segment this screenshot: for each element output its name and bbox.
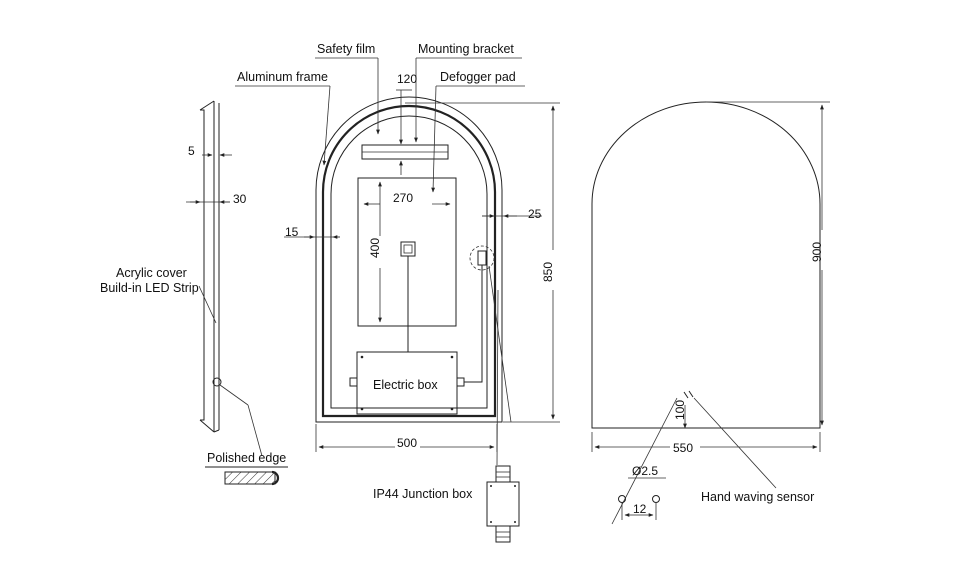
dim-12-label: 12 xyxy=(633,502,647,516)
polished-edge-label: Polished edge xyxy=(207,451,286,465)
dimension-120: 120 xyxy=(396,72,417,175)
front-view: Electric box xyxy=(315,96,512,466)
side-view-edge-detail xyxy=(212,377,222,387)
hand-sensor-detail: Hand waving sensor 100 Ø2.5 12 xyxy=(611,390,814,525)
junction-box-body xyxy=(486,481,520,527)
dim-270-label: 270 xyxy=(393,191,413,205)
dim-diameter-label: Ø2.5 xyxy=(632,464,658,478)
side-view xyxy=(199,100,222,433)
dimension-30: 30 xyxy=(186,192,247,206)
defogger-pad-callout: Defogger pad xyxy=(431,70,525,193)
dim-25-label: 25 xyxy=(528,207,542,221)
sensor-hole-left xyxy=(618,495,626,503)
acrylic-cover-label: Acrylic cover xyxy=(116,266,187,280)
acrylic-cover-callout: Acrylic cover Build-in LED Strip xyxy=(100,266,217,324)
dimension-400: 400 xyxy=(368,181,382,323)
dim-15-label: 15 xyxy=(285,225,299,239)
dim-400-label: 400 xyxy=(368,238,382,258)
led-strip-label: Build-in LED Strip xyxy=(100,281,199,295)
front-outer-outline xyxy=(315,96,503,423)
dim-900-label: 900 xyxy=(810,242,824,262)
hand-sensor-label: Hand waving sensor xyxy=(701,490,814,504)
dimension-25: 25 xyxy=(482,207,542,221)
sensor-mark-right xyxy=(688,390,694,398)
polished-edge-callout: Polished edge xyxy=(205,384,288,486)
aluminum-frame-outline xyxy=(321,104,497,418)
dim-850-label: 850 xyxy=(541,262,555,282)
outline-view xyxy=(591,101,821,429)
electric-box-label: Electric box xyxy=(373,378,438,392)
dim-5-label: 5 xyxy=(188,144,195,158)
dimension-500: 500 xyxy=(315,424,498,452)
aluminum-frame-callout: Aluminum frame xyxy=(235,70,331,166)
side-view-bottom-edge xyxy=(199,419,215,433)
side-view-top-edge xyxy=(199,100,215,111)
safety-film-label: Safety film xyxy=(317,42,375,56)
front-inner-outline xyxy=(330,115,488,409)
dim-30-label: 30 xyxy=(233,192,247,206)
sensor-detail-circle xyxy=(469,245,495,271)
junction-box-label: IP44 Junction box xyxy=(373,487,473,501)
defogger-pad-label: Defogger pad xyxy=(440,70,516,84)
dimension-550: 550 xyxy=(591,432,821,455)
defogger-pad xyxy=(357,177,457,327)
junction-box-bottom-gland xyxy=(495,525,511,543)
side-view-back-profile xyxy=(200,109,205,421)
dimension-850: 850 xyxy=(405,102,560,423)
sensor-mark-left xyxy=(683,391,689,399)
dimension-270: 270 xyxy=(363,191,451,206)
dimension-15: 15 xyxy=(284,225,340,239)
dim-120-label: 120 xyxy=(397,72,417,86)
mounting-bracket-label: Mounting bracket xyxy=(418,42,514,56)
sensor-wire xyxy=(464,265,483,383)
defogger-connector xyxy=(400,241,416,257)
dim-550-label: 550 xyxy=(673,441,693,455)
safety-film-callout: Safety film xyxy=(315,42,380,135)
dim-100-label: 100 xyxy=(673,400,687,420)
aluminum-frame-label: Aluminum frame xyxy=(237,70,328,84)
electric-box-left-port xyxy=(349,377,358,387)
dimension-900: 900 xyxy=(706,101,830,426)
junction-box-top-gland xyxy=(495,465,511,483)
electric-box-right-port xyxy=(456,377,465,387)
mirror-outline xyxy=(591,101,821,429)
polished-edge-curve xyxy=(271,470,280,486)
sensor-hole-right xyxy=(652,495,660,503)
junction-box: IP44 Junction box xyxy=(373,465,520,543)
sensor-module xyxy=(477,250,487,266)
side-view-bottom-cap xyxy=(213,429,220,433)
dim-500-label: 500 xyxy=(397,436,417,450)
dimension-5: 5 xyxy=(188,144,232,158)
mounting-bracket-callout: Mounting bracket xyxy=(414,42,522,143)
polished-edge-hatch xyxy=(224,471,276,485)
